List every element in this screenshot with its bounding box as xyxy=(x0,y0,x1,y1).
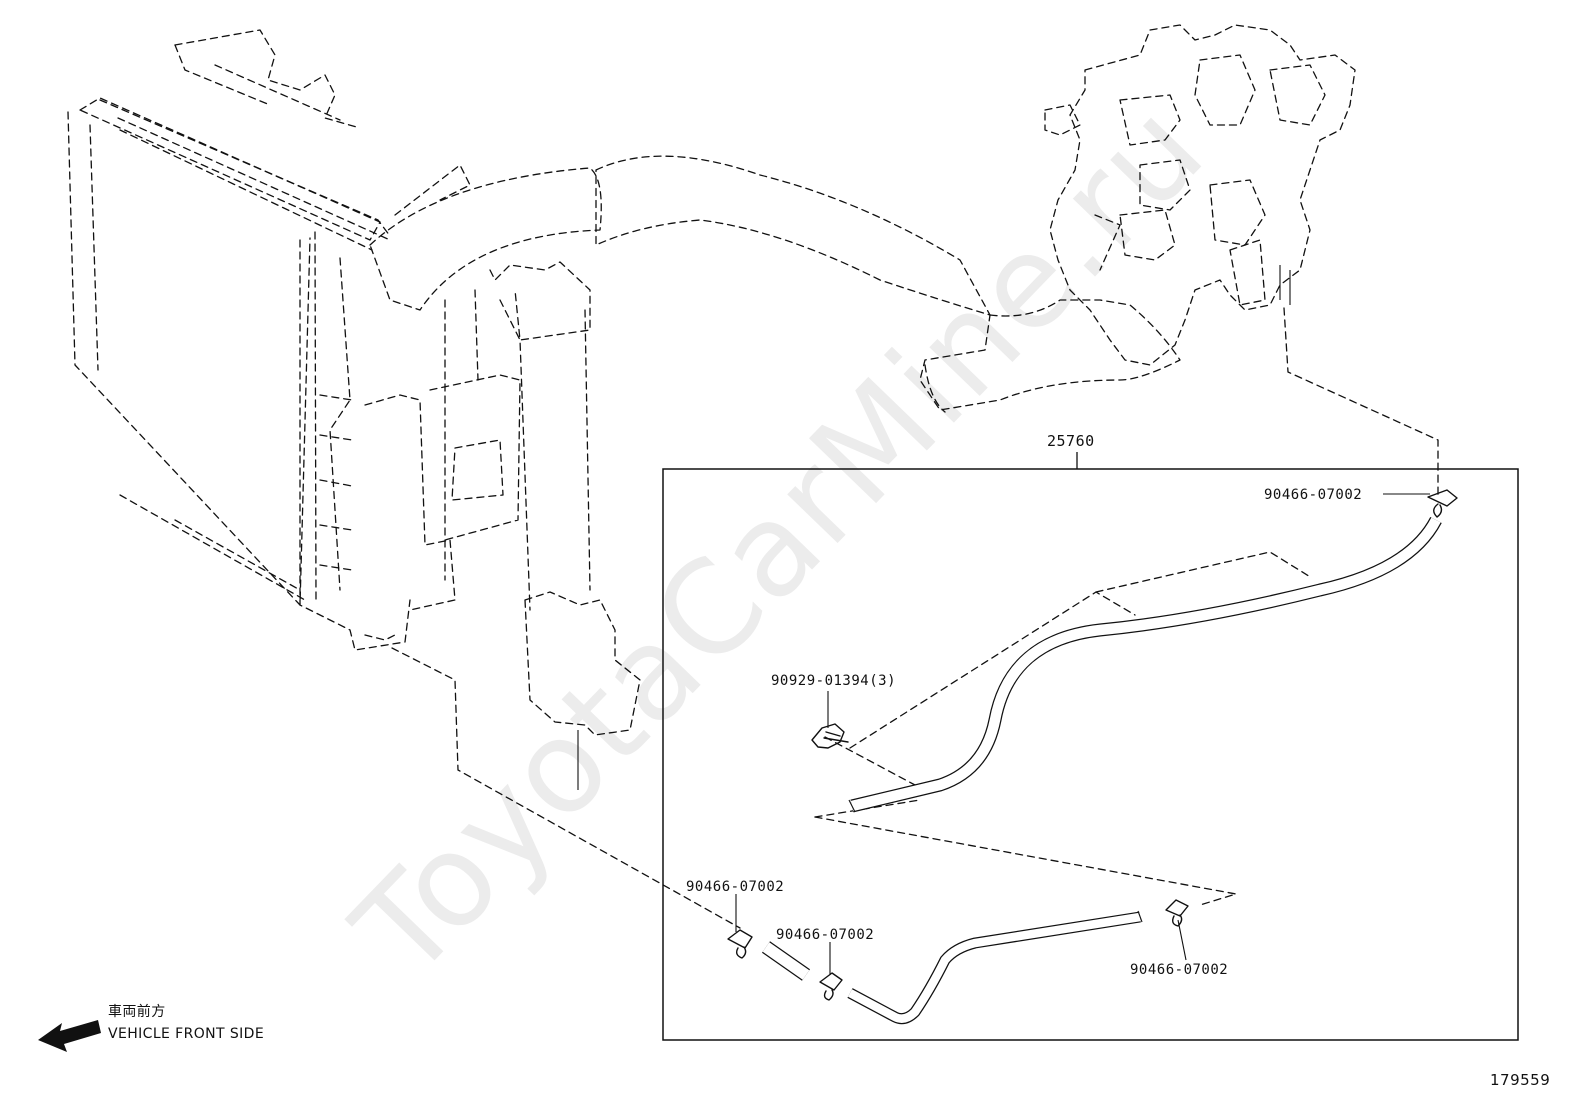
front-label-japanese: 車両前方 xyxy=(108,1004,166,1020)
leader-lines xyxy=(391,307,1439,929)
figure-id: 179559 xyxy=(1490,1071,1551,1089)
callout-part-number: 90466-07002 xyxy=(1264,487,1363,503)
clip-icon xyxy=(727,929,753,959)
clamp-quantity: (3) xyxy=(869,673,897,689)
short-hose xyxy=(761,941,811,981)
front-label-english: VEHICLE FRONT SIDE xyxy=(108,1026,265,1042)
callout-part-number: 90466-07002 xyxy=(1130,962,1229,978)
assembly-part-number: 25760 xyxy=(1047,432,1095,450)
arrow-left-icon xyxy=(38,1020,101,1052)
radiator-illustration xyxy=(67,29,641,790)
vacuum-hose-lower xyxy=(847,910,1143,1025)
clamp-part-number: 90929-01394 xyxy=(771,673,870,689)
callout-part-number: 90929-01394(3) xyxy=(771,673,896,689)
callout-part-number: 90466-07002 xyxy=(686,879,785,895)
clip-icon xyxy=(1427,489,1458,518)
throttle-body-illustration xyxy=(1044,24,1356,366)
clip-icon xyxy=(819,972,843,1001)
callout-leaders xyxy=(735,493,1430,975)
vacuum-hose-upper xyxy=(848,516,1442,813)
clip-icon xyxy=(1165,899,1189,927)
radiator-hose-illustration xyxy=(369,155,1181,413)
assembly-box xyxy=(662,452,1519,1041)
callout-part-number: 90466-07002 xyxy=(776,927,875,943)
clamp-icon xyxy=(811,723,849,749)
